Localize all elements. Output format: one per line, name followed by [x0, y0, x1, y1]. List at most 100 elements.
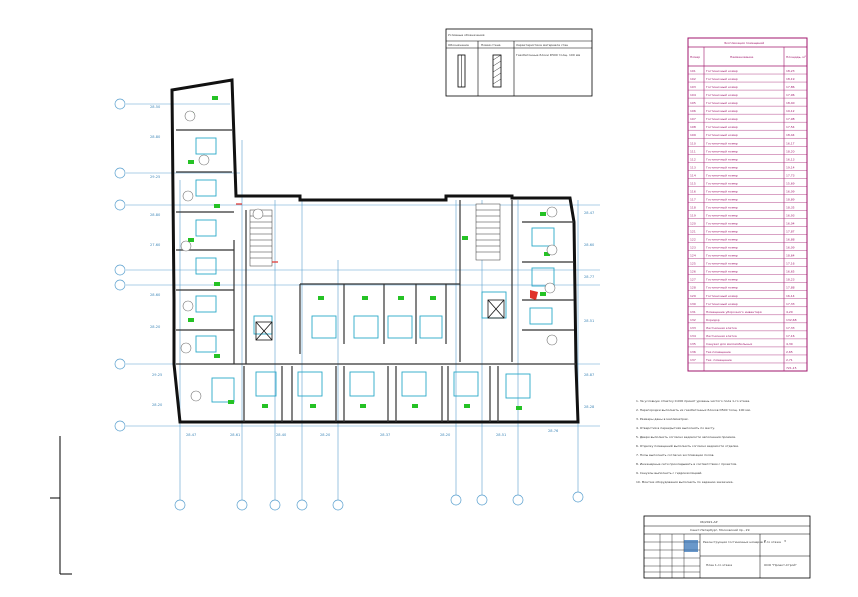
schedule-cell-no: 126	[690, 270, 696, 274]
schedule-cell-no: 116	[690, 189, 696, 193]
schedule-cell-name: Гостиничный номер	[706, 165, 738, 169]
schedule-cell-name: Гостиничный номер	[706, 246, 738, 250]
exterior-walls	[170, 78, 580, 424]
schedule-cell-no: 136	[690, 350, 696, 354]
schedule-cell-area: 17,73	[786, 173, 795, 177]
schedule-cell-name: Гостиничный номер	[706, 77, 738, 81]
schedule-cell-no: 107	[690, 117, 696, 121]
schedule-cell-area: 16,93	[786, 214, 795, 218]
schedule-cell-name: Помещение уборочного инвентаря	[706, 310, 762, 314]
schedule-cell-area: 16,88	[786, 238, 795, 242]
schedule-cell-no: 124	[690, 254, 696, 258]
schedule-cell-name: Гостиничный номер	[706, 189, 738, 193]
schedule-cell-area: 4,20	[786, 310, 793, 314]
schedule-cell-name: Гостиничный номер	[706, 262, 738, 266]
room-tags	[180, 110, 558, 402]
legend-title: Условные обозначения	[448, 33, 485, 37]
schedule-cell-no: 106	[690, 109, 696, 113]
note-line: 8. Инженерные сети прокладывать в соотве…	[636, 462, 737, 466]
schedule-cell-name: Гостиничный номер	[706, 181, 738, 185]
note-line: 6. Отделку помещений выполнить согласно …	[636, 444, 739, 448]
schedule-cell-no: 137	[690, 358, 696, 362]
note-line: 7. Полы выполнить согласно экспликации п…	[636, 453, 714, 457]
svg-text:29.25: 29.25	[150, 175, 160, 179]
note-line: 3. Размеры даны в миллиметрах.	[636, 417, 689, 421]
svg-text:28.20: 28.20	[150, 325, 161, 329]
svg-text:28.20: 28.20	[320, 433, 331, 437]
schedule-cell-name: Гостиничный номер	[706, 302, 738, 306]
legend-header-material: Характеристика материала стен	[516, 43, 568, 47]
page-edge-bracket	[50, 436, 72, 575]
note-line: 2. Перегородки выполнить из газобетонных…	[636, 408, 751, 412]
schedule-cell-no: 117	[690, 197, 696, 201]
schedule-cell-area: 17,16	[786, 262, 795, 266]
schedule-cell-area: 18,35	[786, 205, 795, 209]
schedule-header-name: Наименование	[730, 55, 753, 59]
note-line: 1. За условную отметку 0.000 принят уров…	[636, 399, 750, 403]
schedule-cell-name: Гостиничный номер	[706, 173, 738, 177]
schedule-cell-area: 16,65	[786, 270, 795, 274]
svg-text:28.47: 28.47	[186, 433, 196, 437]
staircase-east	[475, 203, 501, 261]
svg-text:28.40: 28.40	[276, 433, 287, 437]
svg-text:28.20: 28.20	[440, 433, 451, 437]
schedule-cell-no: 114	[690, 173, 696, 177]
svg-text:28.80: 28.80	[150, 135, 161, 139]
schedule-cell-name: Гостиничный номер	[706, 230, 738, 234]
schedule-cell-no: 102	[690, 77, 696, 81]
schedule-cell-area: 17,96	[786, 93, 795, 97]
note-line: 4. Отверстия в перекрытиях выполнять по …	[636, 426, 715, 430]
schedule-cell-name: Тех. помещение	[705, 358, 732, 362]
schedule-cell-area: 19,14	[786, 165, 795, 169]
schedule-cell-area: 4,30	[786, 342, 793, 346]
revision-marker	[530, 290, 538, 300]
svg-text:28.61: 28.61	[230, 433, 240, 437]
schedule-cell-no: 112	[690, 157, 696, 161]
schedule-cell-area: 2,65	[786, 350, 793, 354]
schedule-cell-area: 2,71	[786, 358, 793, 362]
schedule-cell-name: Лестничная клетка	[706, 326, 737, 330]
schedule-cell-area: 17,87	[786, 230, 795, 234]
schedule-cell-no: 134	[690, 334, 696, 338]
schedule-cell-name: Гостиничный номер	[706, 133, 738, 137]
title-block-address: Санкт-Петербург, Московский пр., 29	[690, 528, 750, 532]
schedule-cell-area: 18,40	[786, 101, 795, 105]
schedule-cell-name: Гостиничный номер	[706, 109, 738, 113]
title-block-sheet-number: 3	[784, 539, 786, 543]
schedule-cell-name: Санузел для маломобильных	[706, 342, 753, 346]
schedule-cell-name: Гостиничный номер	[706, 101, 738, 105]
schedule-cell-area: 17,98	[786, 117, 795, 121]
schedule-cell-area: 16,13	[786, 157, 795, 161]
svg-text:28.60: 28.60	[584, 243, 595, 247]
schedule-cell-no: 133	[690, 326, 696, 330]
schedule-cell-no: 127	[690, 278, 696, 282]
axis-markers-bottom	[174, 491, 584, 511]
note-line: 9. Санузлы выполнить с гидроизоляцией.	[636, 471, 702, 475]
schedule-cell-no: 123	[690, 246, 696, 250]
svg-text:28.76: 28.76	[548, 429, 559, 433]
schedule-cell-area: 721,15	[786, 366, 797, 370]
svg-text:29.25: 29.25	[152, 373, 162, 377]
schedule-cell-area: 17,86	[786, 85, 795, 89]
schedule-cell-name: Гостиничный номер	[706, 157, 738, 161]
schedule-cell-no: 108	[690, 125, 696, 129]
new-wall-symbol	[492, 54, 502, 88]
schedule-cell-no: 109	[690, 133, 696, 137]
title-block-stage: П	[764, 539, 766, 543]
bathroom-fixtures	[195, 137, 555, 403]
schedule-cell-area: 15,69	[786, 181, 795, 185]
schedule-title: Экспликация помещений	[724, 41, 764, 45]
schedule-cell-no: 125	[690, 262, 696, 266]
schedule-cell-area: 16,09	[786, 246, 795, 250]
schedule-cell-area: 18,89	[786, 197, 795, 201]
schedule-cell-no: 129	[690, 294, 696, 298]
schedule-cell-no: 130	[690, 302, 696, 306]
svg-text:28.28: 28.28	[584, 405, 595, 409]
schedule-cell-no: 131	[690, 310, 696, 314]
schedule-cell-area: 16,09	[786, 189, 795, 193]
schedule-cell-name: Гостиничный номер	[706, 278, 738, 282]
room-schedule-table: Экспликация помещений Номер Наименование…	[687, 37, 808, 372]
